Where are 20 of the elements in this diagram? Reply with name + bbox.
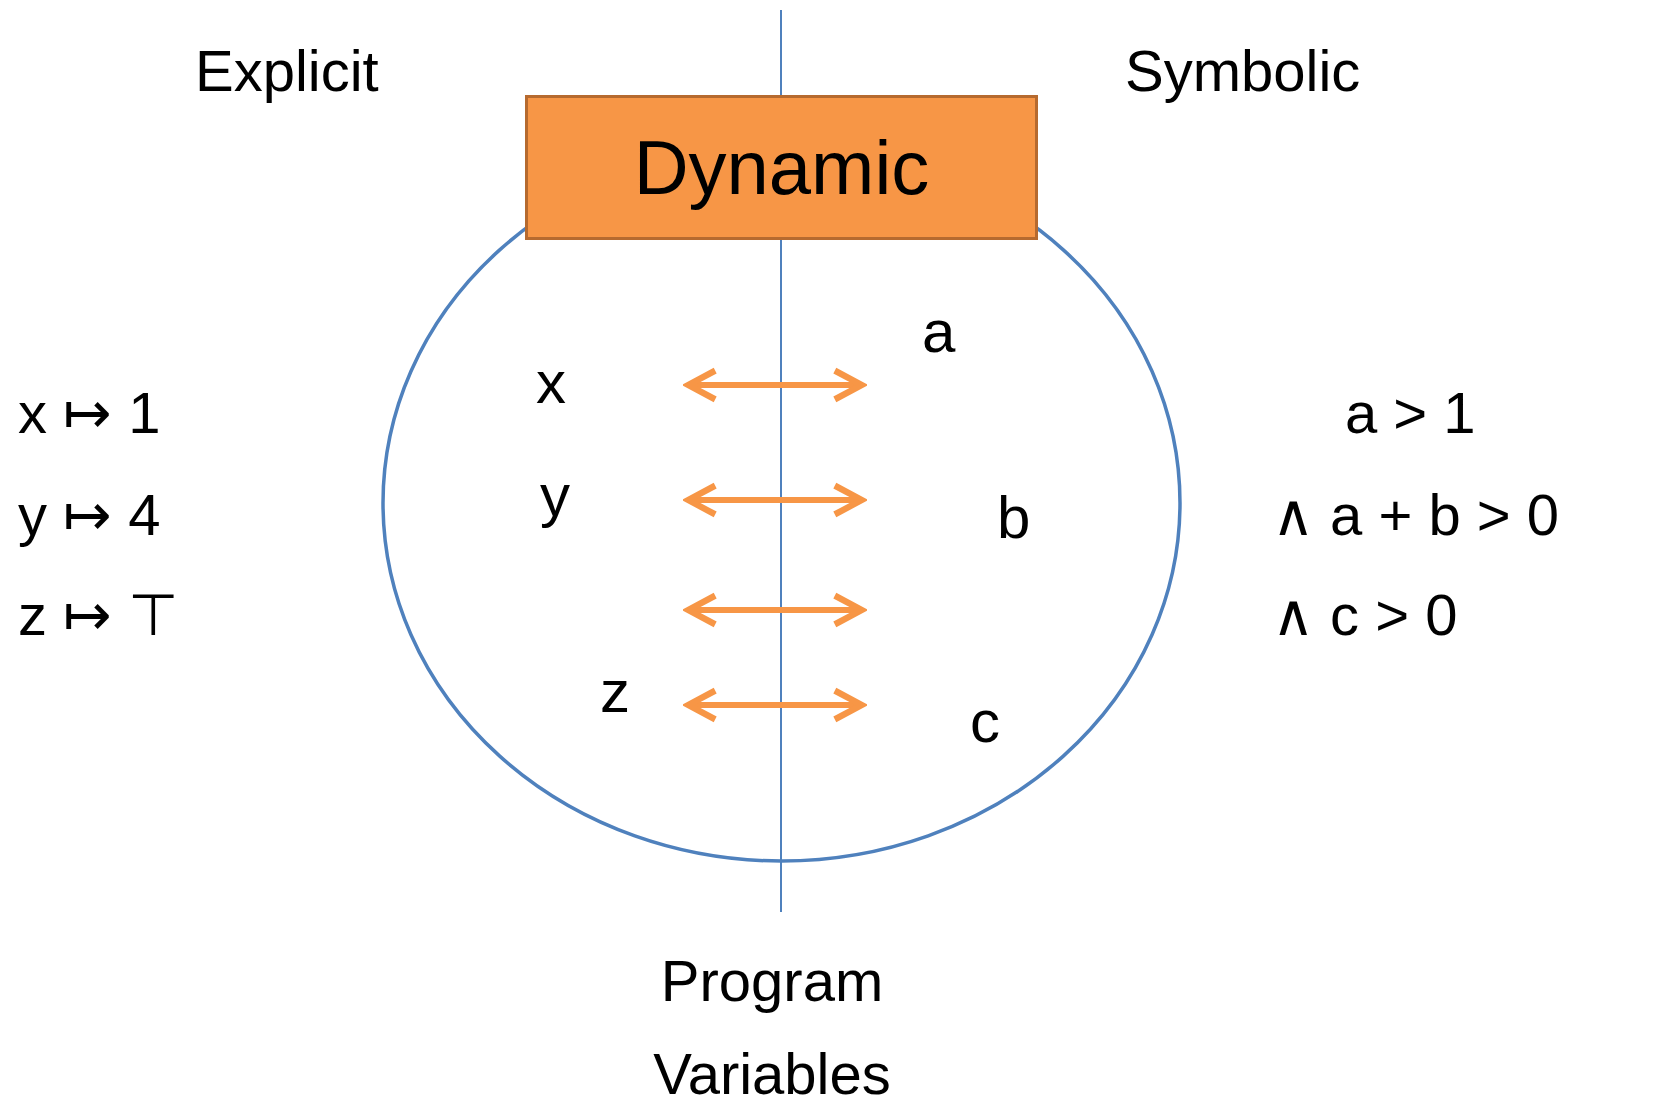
column-heading: Symbolic [1125, 38, 1361, 105]
constraint-text: ∧ c > 0 [1272, 582, 1458, 649]
mapping-text: y ↦ 4 [18, 482, 161, 549]
constraint-text: a > 1 [1345, 380, 1476, 447]
double-arrow [685, 367, 865, 403]
title-box [525, 95, 1038, 240]
double-arrow [685, 482, 865, 518]
variable-name: a [922, 302, 956, 362]
constraint-text: ∧ a + b > 0 [1272, 482, 1560, 549]
mapping-text: z ↦ ⊤ [18, 582, 180, 649]
column-heading: Explicit [195, 38, 379, 105]
variable-name: y [540, 466, 570, 526]
variable-name: c [970, 692, 1000, 752]
double-arrow [685, 687, 865, 723]
variable-name: z [600, 662, 630, 722]
mapping-text: x ↦ 1 [18, 380, 161, 447]
box-title: Dynamic [633, 124, 930, 211]
caption-text: Program Variables [652, 947, 892, 1108]
variable-name: x [536, 353, 566, 413]
variable-name: b [997, 488, 1031, 548]
